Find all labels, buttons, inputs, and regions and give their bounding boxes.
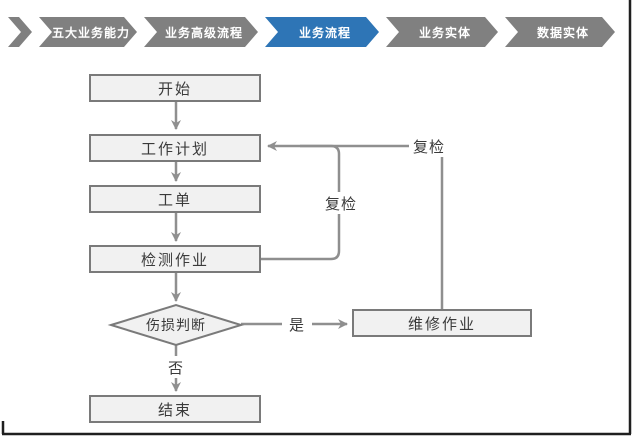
- tab-data-entity[interactable]: 数据实体: [505, 17, 615, 47]
- node-start: 开始: [89, 74, 261, 102]
- connector-repair-recheck-plan: [267, 141, 444, 309]
- edge-label-recheck-repair: 复检: [409, 135, 449, 157]
- node-judge-label: 伤损判断: [146, 317, 206, 333]
- node-order: 工单: [89, 185, 261, 213]
- edge-label-recheck-inspect: 复检: [321, 192, 361, 214]
- node-plan: 工作计划: [89, 134, 261, 162]
- tab-five-capabilities[interactable]: 五大业务能力: [39, 17, 137, 47]
- tab-business-process-active[interactable]: 业务流程: [265, 17, 379, 47]
- tab-business-entity[interactable]: 业务实体: [386, 17, 498, 47]
- tab-high-level-process[interactable]: 业务高级流程: [144, 17, 258, 47]
- breadcrumb: 五大业务能力 业务高级流程 业务流程 业务实体 数据实体: [8, 17, 615, 47]
- node-repair: 维修作业: [352, 309, 532, 337]
- edge-label-no: 否: [161, 356, 191, 378]
- node-end: 结束: [89, 395, 261, 423]
- node-inspect: 检测作业: [89, 245, 261, 273]
- edge-label-yes: 是: [282, 313, 312, 335]
